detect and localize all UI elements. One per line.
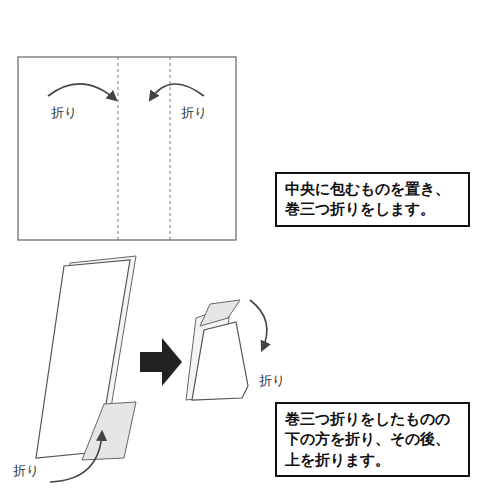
fold-label: 折り bbox=[12, 462, 40, 480]
fold-label: 折り bbox=[258, 372, 286, 390]
fold-arrow bbox=[250, 300, 267, 350]
instruction-text: 中央に包むものを置き、 巻三つ折りをします。 bbox=[285, 179, 460, 220]
fold-arrow bbox=[150, 84, 204, 100]
fold-arrow bbox=[48, 84, 116, 100]
instruction-box: 中央に包むものを置き、 巻三つ折りをします。 bbox=[275, 172, 470, 227]
fold-line bbox=[118, 57, 119, 240]
instruction-text: 巻三つ折りをしたものの下の方を折り、その後、上を折ります。 bbox=[285, 409, 460, 470]
step-arrow bbox=[140, 338, 182, 386]
fold-label: 折り bbox=[50, 104, 78, 122]
paper-sheet bbox=[18, 57, 236, 240]
fold-arrow bbox=[50, 432, 102, 482]
bottom-flap bbox=[82, 402, 136, 460]
instruction-box: 巻三つ折りをしたものの下の方を折り、その後、上を折ります。 bbox=[275, 402, 470, 477]
fold-label: 折り bbox=[180, 104, 208, 122]
folded-packet bbox=[192, 322, 248, 400]
